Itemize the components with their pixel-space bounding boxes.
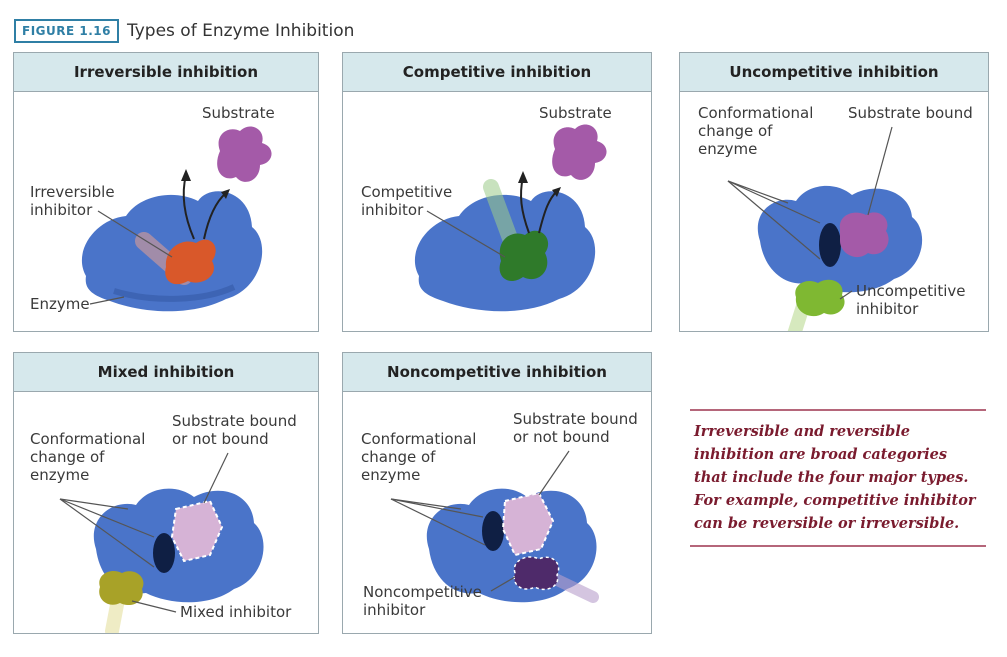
conf-leader-3 <box>390 498 486 546</box>
panel-title: Noncompetitive inhibition <box>343 353 651 392</box>
substrate-site-shape <box>170 499 224 563</box>
panel-title: Mixed inhibition <box>14 353 318 392</box>
conf-label-1: Conformational <box>361 430 476 448</box>
noncompetitive-illustration: Conformational change of enzyme Substrat… <box>361 410 638 619</box>
inhibitor-leader <box>97 210 173 258</box>
substrate-bound-label-1: Substrate bound <box>513 410 638 428</box>
conf-label-3: enzyme <box>361 466 420 484</box>
substrate-bound-shape <box>839 212 889 258</box>
conf-label-3: enzyme <box>698 140 757 158</box>
noncompetitive-label-1: Noncompetitive <box>363 583 482 601</box>
inhibitor-leader <box>131 600 177 613</box>
panel-title: Uncompetitive inhibition <box>680 53 988 92</box>
substrate-leader <box>538 450 570 496</box>
irreversible-label-1: Irreversible <box>30 183 115 201</box>
conf-label-1: Conformational <box>698 104 813 122</box>
figure-title: Types of Enzyme Inhibition <box>126 21 355 41</box>
inhibitor-arrow <box>483 179 519 249</box>
panel-competitive: Competitive inhibition Substrate Competi… <box>342 52 652 332</box>
mixed-inhibitor-label: Mixed inhibitor <box>180 603 292 621</box>
release-arrowhead <box>518 171 528 183</box>
conf-leader-1 <box>59 498 155 538</box>
irreversible-illustration: Substrate Irreversible inhibitor Enzyme <box>30 104 275 313</box>
uncompetitive-inhibitor-shape <box>795 279 845 317</box>
conf-leader-2 <box>390 498 462 510</box>
panel-uncompetitive: Uncompetitive inhibition Conformational … <box>679 52 989 332</box>
release-arrowhead-2 <box>221 189 230 199</box>
substrate-bound-label-1: Substrate bound <box>172 412 297 430</box>
mixed-illustration: Conformational change of enzyme Substrat… <box>30 412 297 633</box>
substrate-bound-label: Substrate bound <box>848 104 973 122</box>
figure-header: FIGURE 1.16 Types of Enzyme Inhibition <box>14 18 354 44</box>
conformational-pocket <box>153 533 175 573</box>
conf-leader-2 <box>59 498 129 510</box>
conf-label-3: enzyme <box>30 466 89 484</box>
substrate-shape <box>217 126 272 182</box>
enzyme-leader <box>89 296 125 305</box>
panel-irreversible: Irreversible inhibition Substrate Irreve… <box>13 52 319 332</box>
mixed-inhibitor-shape <box>99 570 144 606</box>
substrate-bound-label-2: or not bound <box>513 428 610 446</box>
enzyme-shadow <box>113 284 236 302</box>
conformational-pocket <box>819 223 841 267</box>
conf-label-2: change of <box>698 122 773 140</box>
substrate-label: Substrate <box>202 104 275 122</box>
conf-leader-3 <box>727 180 821 260</box>
conformational-pocket <box>482 511 504 551</box>
competitive-label-1: Competitive <box>361 183 452 201</box>
substrate-site-shape <box>501 491 555 557</box>
panel-title: Irreversible inhibition <box>14 53 318 92</box>
competitive-label-2: inhibitor <box>361 201 424 219</box>
conf-leader-1 <box>390 498 484 518</box>
conf-leader-1 <box>727 180 821 224</box>
panel-mixed: Mixed inhibition Conformational change o… <box>13 352 319 634</box>
conf-label-1: Conformational <box>30 430 145 448</box>
competitive-inhibitor-shape <box>499 230 549 282</box>
conf-label-2: change of <box>361 448 436 466</box>
conf-label-2: change of <box>30 448 105 466</box>
enzyme-label: Enzyme <box>30 295 90 313</box>
substrate-label: Substrate <box>539 104 612 122</box>
uncompetitive-label-1: Uncompetitive <box>856 282 965 300</box>
noncompetitive-label-2: inhibitor <box>363 601 426 619</box>
irreversible-inhibitor-shape <box>165 239 216 285</box>
panel-title: Competitive inhibition <box>343 53 651 92</box>
noncompetitive-inhibitor-shape <box>513 556 560 591</box>
conf-leader-2 <box>727 180 789 204</box>
substrate-bound-label-2: or not bound <box>172 430 269 448</box>
competitive-illustration: Substrate Competitive inhibitor <box>361 104 612 312</box>
panel-noncompetitive: Noncompetitive inhibition Conformational… <box>342 352 652 634</box>
substrate-shape <box>552 124 607 180</box>
release-arrowhead-2 <box>552 187 561 197</box>
inhibitor-leader <box>839 290 853 300</box>
uncompetitive-illustration: Conformational change of enzyme Substrat… <box>698 104 973 331</box>
explanation-note: Irreversible and reversible inhibition a… <box>690 409 986 547</box>
inhibitor-leader <box>490 576 516 592</box>
uncompetitive-label-2: inhibitor <box>856 300 919 318</box>
release-arrowhead <box>181 169 191 181</box>
substrate-leader <box>867 126 893 216</box>
substrate-leader <box>203 452 229 504</box>
irreversible-label-2: inhibitor <box>30 201 93 219</box>
conf-leader-3 <box>59 498 155 568</box>
inhibitor-leader <box>426 210 506 258</box>
figure-badge: FIGURE 1.16 <box>14 19 119 43</box>
